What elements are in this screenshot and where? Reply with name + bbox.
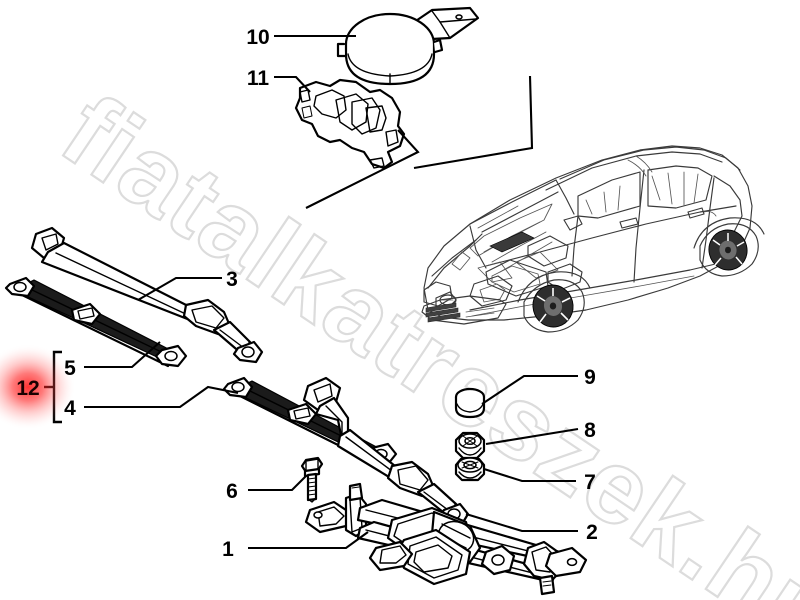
leader-3 [137,276,222,301]
leader-2 [465,512,578,533]
part-8-spindle-nut [454,431,486,460]
leader-sensor-to-car [413,75,534,170]
callout-8[interactable]: 8 [584,419,596,442]
callout-3[interactable]: 3 [226,268,238,291]
callout-7[interactable]: 7 [584,471,596,494]
callout-6[interactable]: 6 [226,480,238,503]
callout-1[interactable]: 1 [222,538,234,561]
part-5-wiper-blade-driver [4,276,188,368]
callout-10[interactable]: 10 [246,26,269,49]
part-3-wiper-arm-driver [30,226,264,364]
part-10-rain-sensor [336,6,480,86]
callout-9[interactable]: 9 [584,366,596,389]
part-9-spindle-cover-cap [454,387,486,419]
callout-5[interactable]: 5 [64,357,76,380]
front-wheel [523,279,585,333]
part-1-wiper-linkage-assembly [304,482,588,596]
leader-lines [84,34,579,550]
leader-7 [483,467,576,483]
callout-11[interactable]: 11 [247,67,270,90]
rear-wheel [699,223,759,277]
leader-1 [248,531,369,550]
leader-6 [248,475,307,492]
leader-8 [485,427,579,446]
part-7-spindle-washer [454,457,486,482]
leader-4 [84,385,239,409]
callout-numbers: 1 2 3 4 5 6 7 8 9 10 11 12 [16,26,598,561]
part-6-fixing-bolt [300,456,324,503]
callout-4[interactable]: 4 [64,397,76,420]
vehicle-illustration [421,145,765,333]
callout-2[interactable]: 2 [586,521,598,544]
highlight-glow-12 [0,344,76,430]
leader-11 [274,75,311,93]
leader-11-to-car [305,129,420,209]
leader-9 [481,374,578,405]
callout-12-highlighted[interactable]: 12 [16,377,39,400]
part-11-rain-sensor-bracket [294,78,406,170]
leader-5 [84,341,161,369]
